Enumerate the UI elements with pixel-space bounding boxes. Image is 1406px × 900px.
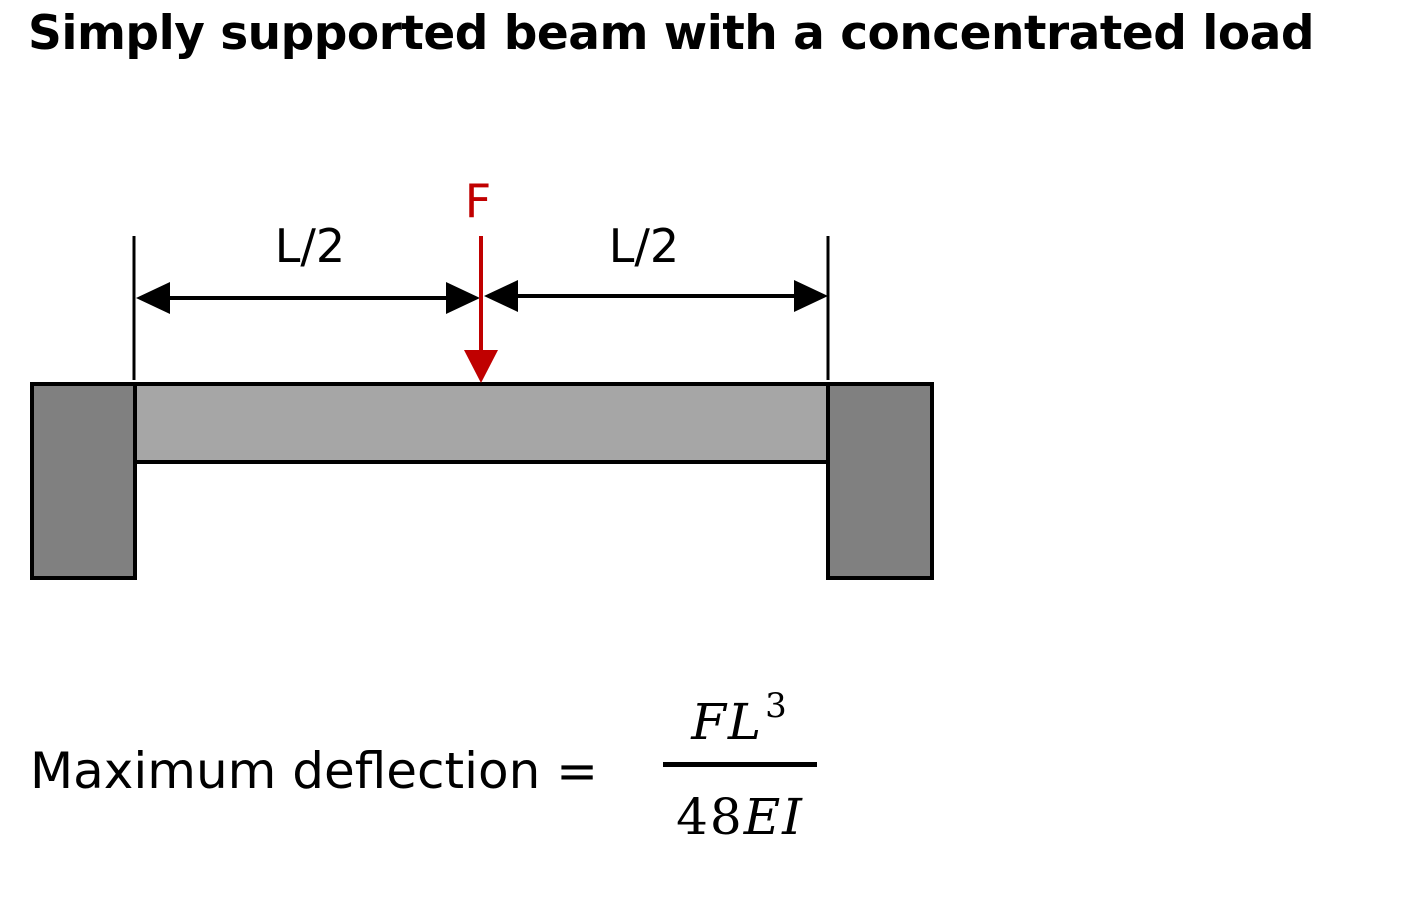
- left-dimension-arrow-start: [136, 282, 170, 314]
- left-dimension-arrow-end: [446, 282, 480, 314]
- deflection-fraction: FL3 48EI: [660, 672, 820, 847]
- denominator-symbols: EI: [743, 788, 804, 846]
- force-label: F: [465, 174, 491, 228]
- left-span-label: L/2: [275, 219, 345, 273]
- fraction-denominator: 48EI: [660, 787, 820, 847]
- fraction-numerator: FL3: [660, 672, 820, 751]
- right-support: [826, 382, 934, 580]
- beam: [132, 382, 830, 464]
- force-arrow-head: [464, 350, 498, 383]
- right-dimension-arrow-start: [484, 280, 518, 312]
- formula-label: Maximum deflection =: [30, 742, 599, 800]
- numerator-exponent: 3: [765, 686, 789, 726]
- right-span-label: L/2: [609, 219, 679, 273]
- denominator-number: 48: [676, 788, 744, 846]
- right-dimension-arrow-end: [794, 280, 828, 312]
- fraction-bar: [663, 762, 817, 767]
- page-title: Simply supported beam with a concentrate…: [28, 6, 1314, 61]
- left-support: [30, 382, 137, 580]
- numerator-base: FL: [691, 693, 764, 751]
